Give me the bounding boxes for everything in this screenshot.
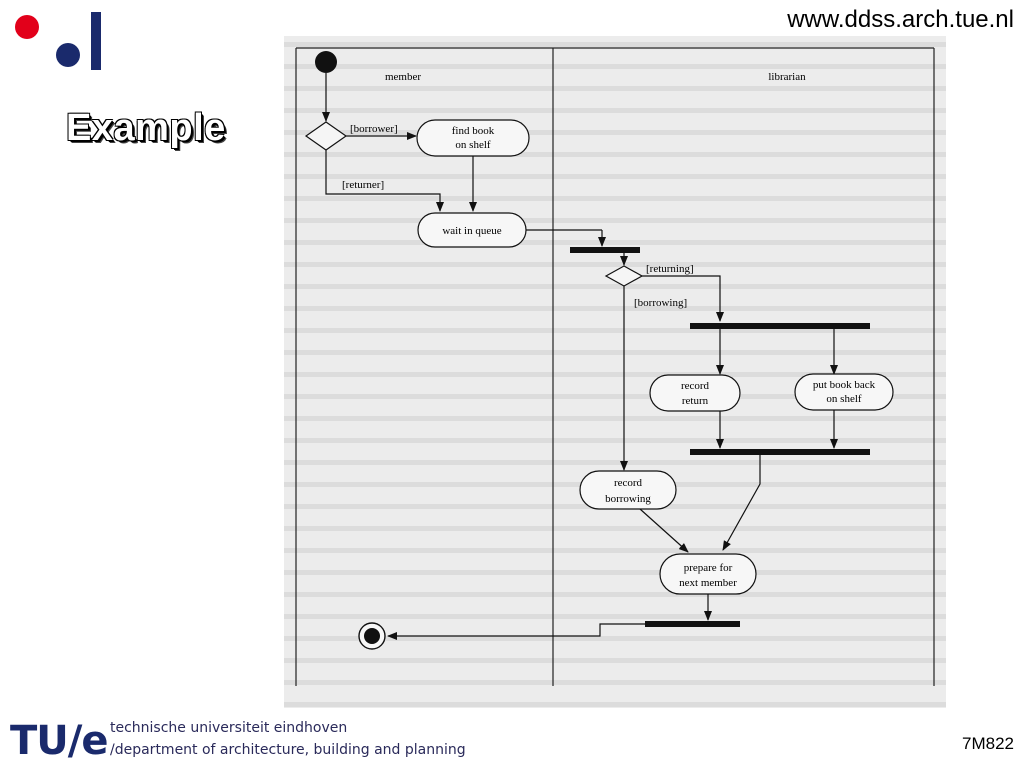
activity-label: prepare for	[684, 562, 733, 574]
activity-label: record	[614, 477, 643, 489]
activity-label: next member	[679, 577, 737, 589]
guard-borrowing: [borrowing]	[634, 297, 687, 309]
guard-returner: [returner]	[342, 179, 384, 191]
flow-arrow	[387, 623, 645, 640]
activity-put-back	[794, 373, 894, 411]
activity-label: borrowing	[605, 493, 651, 505]
activity-label: record	[681, 380, 710, 392]
activity-label: on shelf	[455, 139, 490, 151]
lane-label-librarian: librarian	[768, 71, 806, 83]
bleed-through-text	[284, 36, 946, 708]
tue-logo-icon	[15, 12, 101, 70]
activity-record-borrowing	[579, 470, 677, 510]
course-code: 7M822	[962, 734, 1014, 753]
sync-bar	[645, 621, 740, 627]
activity-label: put book back	[813, 379, 876, 391]
activity-label: find book	[452, 125, 495, 137]
university-name: technische universiteit eindhoven	[110, 720, 348, 736]
activity-record-return	[649, 374, 741, 412]
flow-arrow	[639, 508, 689, 553]
activity-label: wait in queue	[442, 225, 501, 237]
slide-title: Example	[66, 107, 226, 149]
activity-diagram: member librarian [borrower] [returner] f…	[284, 36, 946, 708]
guard-borrower: [borrower]	[350, 123, 398, 135]
sync-bar	[570, 247, 640, 253]
final-node-core	[364, 628, 380, 644]
flow-arrow	[642, 275, 724, 322]
department-name: /department of architecture, building an…	[110, 742, 466, 758]
activity-label: return	[682, 395, 709, 407]
swimlane-borders	[295, 47, 935, 686]
lane-label-member: member	[385, 71, 421, 83]
tue-wordmark: TU/e	[10, 718, 109, 764]
sync-bar	[690, 323, 870, 329]
sync-bar	[690, 449, 870, 455]
initial-node	[315, 51, 337, 73]
flow-arrow	[722, 455, 761, 551]
site-url[interactable]: www.ddss.arch.tue.nl	[787, 6, 1014, 33]
flow-arrow	[325, 150, 444, 212]
guard-returning: [returning]	[646, 263, 694, 275]
activity-label: on shelf	[826, 393, 861, 405]
